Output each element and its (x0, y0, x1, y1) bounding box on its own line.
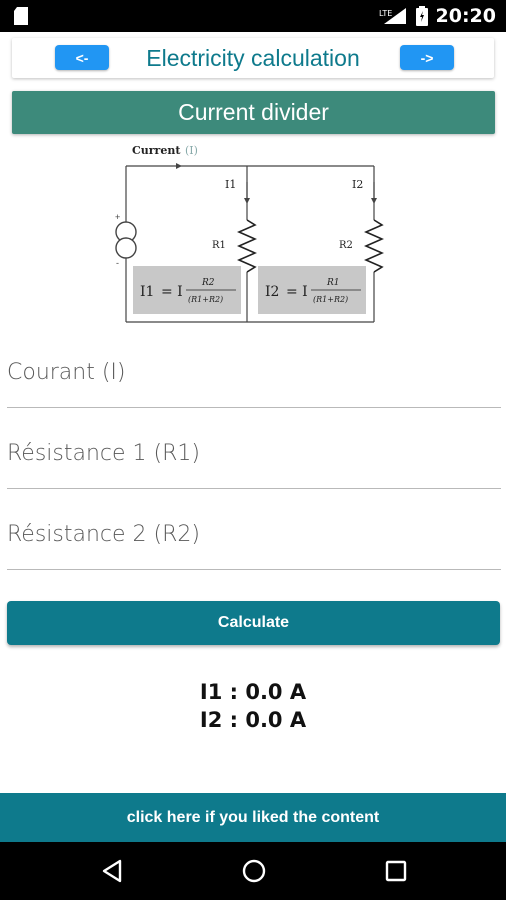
current-input[interactable]: Courant (I) (7, 338, 501, 408)
recents-icon[interactable] (381, 856, 411, 886)
formula1-numerator: R2 (201, 278, 215, 288)
i2-label: I2 (352, 178, 363, 191)
like-content-button[interactable]: click here if you liked the content (0, 793, 506, 842)
formula1-lhs: I1 (140, 284, 154, 300)
header-card: <- Electricity calculation -> (12, 38, 494, 78)
source-plus-label: + (115, 212, 120, 222)
current-arrow-icon (176, 163, 182, 169)
result-i1: I1 : 0.0 A (199, 680, 307, 704)
diagram-current-label: Current (132, 144, 181, 157)
r2-input-placeholder: Résistance 2 (R2) (7, 522, 200, 547)
formula1-eq: = I (161, 284, 183, 300)
r1-input-placeholder: Résistance 1 (R1) (7, 441, 200, 466)
status-bar: LTE 20:20 (0, 0, 506, 32)
resistor-r1-icon (237, 219, 257, 273)
r2-label: R2 (339, 240, 353, 251)
r2-input[interactable]: Résistance 2 (R2) (7, 500, 501, 570)
calculate-button[interactable]: Calculate (7, 601, 500, 645)
current-divider-diagram: Current (I) + - I1 I2 R1 R2 I1 = I R2 (R… (115, 144, 384, 323)
diagram-current-symbol: (I) (185, 144, 198, 157)
current-input-placeholder: Courant (I) (7, 360, 126, 385)
current-source-icon (115, 221, 137, 259)
i2-arrow-icon (371, 198, 377, 204)
network-type-label: LTE (379, 9, 392, 18)
next-button[interactable]: -> (400, 45, 454, 70)
home-icon[interactable] (239, 856, 269, 886)
results-panel: I1 : 0.0 A I2 : 0.0 A (0, 678, 506, 734)
battery-icon (415, 6, 428, 26)
formula2-lhs: I2 (265, 284, 279, 300)
r1-input[interactable]: Résistance 1 (R1) (7, 419, 501, 489)
source-minus-label: - (116, 258, 119, 268)
circuit-wires (125, 165, 375, 323)
i1-arrow-icon (244, 198, 250, 204)
r1-label: R1 (212, 240, 226, 251)
back-icon[interactable] (98, 856, 128, 886)
section-title: Current divider (12, 91, 495, 134)
i1-label: I1 (225, 178, 236, 191)
signal-icon: LTE (379, 8, 406, 24)
resistor-r2-icon (364, 219, 384, 273)
system-nav-bar (0, 842, 506, 900)
status-time: 20:20 (435, 5, 496, 27)
formula2-denominator: (R1+R2) (313, 295, 348, 304)
formula2-eq: = I (286, 284, 308, 300)
formula2-numerator: R1 (326, 278, 340, 288)
sd-card-icon (14, 7, 28, 25)
page-title: Electricity calculation (146, 45, 360, 71)
formula1-denominator: (R1+R2) (188, 295, 223, 304)
previous-button[interactable]: <- (55, 45, 109, 70)
result-i2: I2 : 0.0 A (199, 708, 307, 732)
